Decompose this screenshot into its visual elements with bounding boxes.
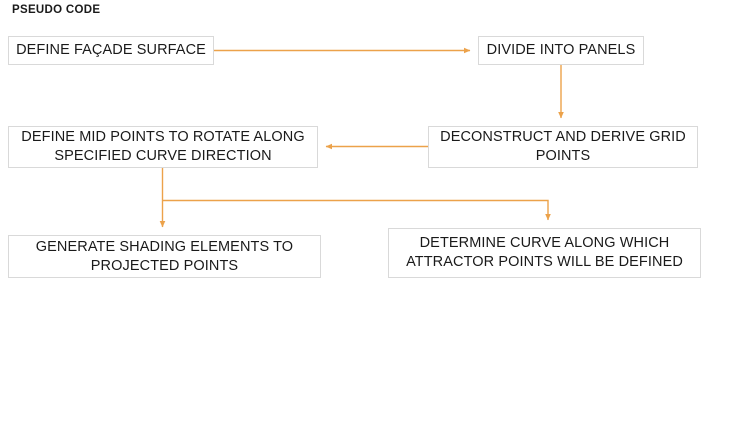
flow-node-generate-shading-elements[interactable]: GENERATE SHADING ELEMENTS TO PROJECTED P…	[8, 235, 321, 278]
flow-node-label: GENERATE SHADING ELEMENTS TO PROJECTED P…	[35, 238, 294, 274]
flow-node-define-facade-surface[interactable]: DEFINE FAÇADE SURFACE	[8, 36, 214, 65]
footer: Iaac TUTORS: RODRIGO AGUIRRE, MOHAMAD EL…	[0, 382, 730, 430]
flow-node-determine-curve-attractor-points[interactable]: DETERMINE CURVE ALONG WHICH ATTRACTOR PO…	[388, 228, 701, 278]
flow-node-divide-into-panels[interactable]: DIVIDE INTO PANELS	[478, 36, 644, 65]
flow-node-label: DEFINE MID POINTS TO ROTATE ALONG SPECIF…	[21, 129, 305, 164]
flow-node-label: DEFINE FAÇADE SURFACE	[16, 42, 206, 58]
edge-midpoints-to-attractor	[162, 199, 551, 221]
page-title: PSEUDO CODE	[12, 4, 101, 16]
flow-node-deconstruct-derive-grid-points[interactable]: DECONSTRUCT AND DERIVE GRID POINTS	[428, 126, 698, 168]
flow-node-define-mid-points[interactable]: DEFINE MID POINTS TO ROTATE ALONG SPECIF…	[8, 126, 318, 168]
flow-node-label: DECONSTRUCT AND DERIVE GRID POINTS	[440, 129, 686, 164]
flow-node-label: DIVIDE INTO PANELS	[486, 42, 636, 58]
flow-node-label: DETERMINE CURVE ALONG WHICH ATTRACTOR PO…	[406, 235, 683, 270]
